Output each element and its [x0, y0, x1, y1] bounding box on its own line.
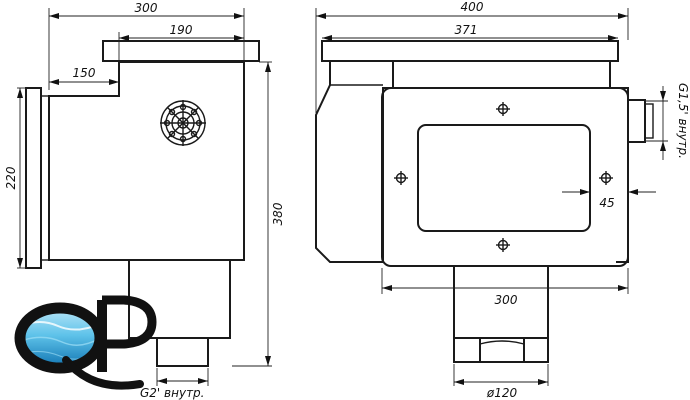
right-front-window: [417, 124, 591, 232]
dim-190: 190: [118, 23, 244, 60]
dim-label-45: 45: [599, 196, 614, 210]
right-body-chamfer: [315, 247, 331, 263]
dim-label-371: 371: [455, 23, 478, 37]
left-lower-section: [128, 260, 231, 339]
dim-label-190: 190: [170, 23, 193, 37]
dim-45: 45: [562, 189, 656, 210]
dim-300-left: 300: [48, 1, 245, 90]
left-round-fitting: [160, 100, 206, 146]
left-body-outline: [48, 61, 245, 261]
dim-g2-thread: G2' внутр.: [140, 368, 209, 400]
dim-371: 371: [322, 23, 618, 41]
dim-380: 380: [232, 61, 285, 367]
dim-g15-thread: G1,5' внутр.: [645, 83, 690, 160]
dim-label-g2-thread: G2' внутр.: [140, 386, 205, 400]
right-view: 400 371 G1,5' внутр. 45: [315, 0, 690, 400]
dim-400: 400: [315, 0, 629, 113]
left-outlet-pipe: [156, 338, 209, 367]
qp-logo: [14, 295, 157, 390]
dim-label-d120: ø120: [486, 386, 518, 400]
dim-300-right: 300: [381, 268, 629, 307]
dim-label-400: 400: [461, 0, 484, 14]
right-top-lid: [321, 40, 619, 62]
dim-label-300-left: 300: [135, 1, 158, 15]
dim-label-220: 220: [4, 166, 18, 189]
left-flange-inner: [40, 95, 50, 261]
dim-label-380: 380: [271, 202, 285, 225]
dim-d120: ø120: [453, 364, 549, 400]
dim-150: 150: [49, 66, 119, 85]
right-lower-section: [453, 266, 549, 339]
right-side-nozzle: [627, 99, 654, 143]
dim-label-300-right: 300: [495, 293, 518, 307]
left-top-lid: [102, 40, 260, 62]
left-flange-plate: [25, 87, 42, 269]
right-bottom-opening: [479, 338, 525, 363]
right-front-flange: [381, 87, 629, 267]
dim-220: 220: [4, 87, 26, 269]
dim-label-150: 150: [73, 66, 96, 80]
dim-label-g15-thread: G1,5' внутр.: [676, 83, 690, 159]
screw-holes: [394, 102, 613, 252]
